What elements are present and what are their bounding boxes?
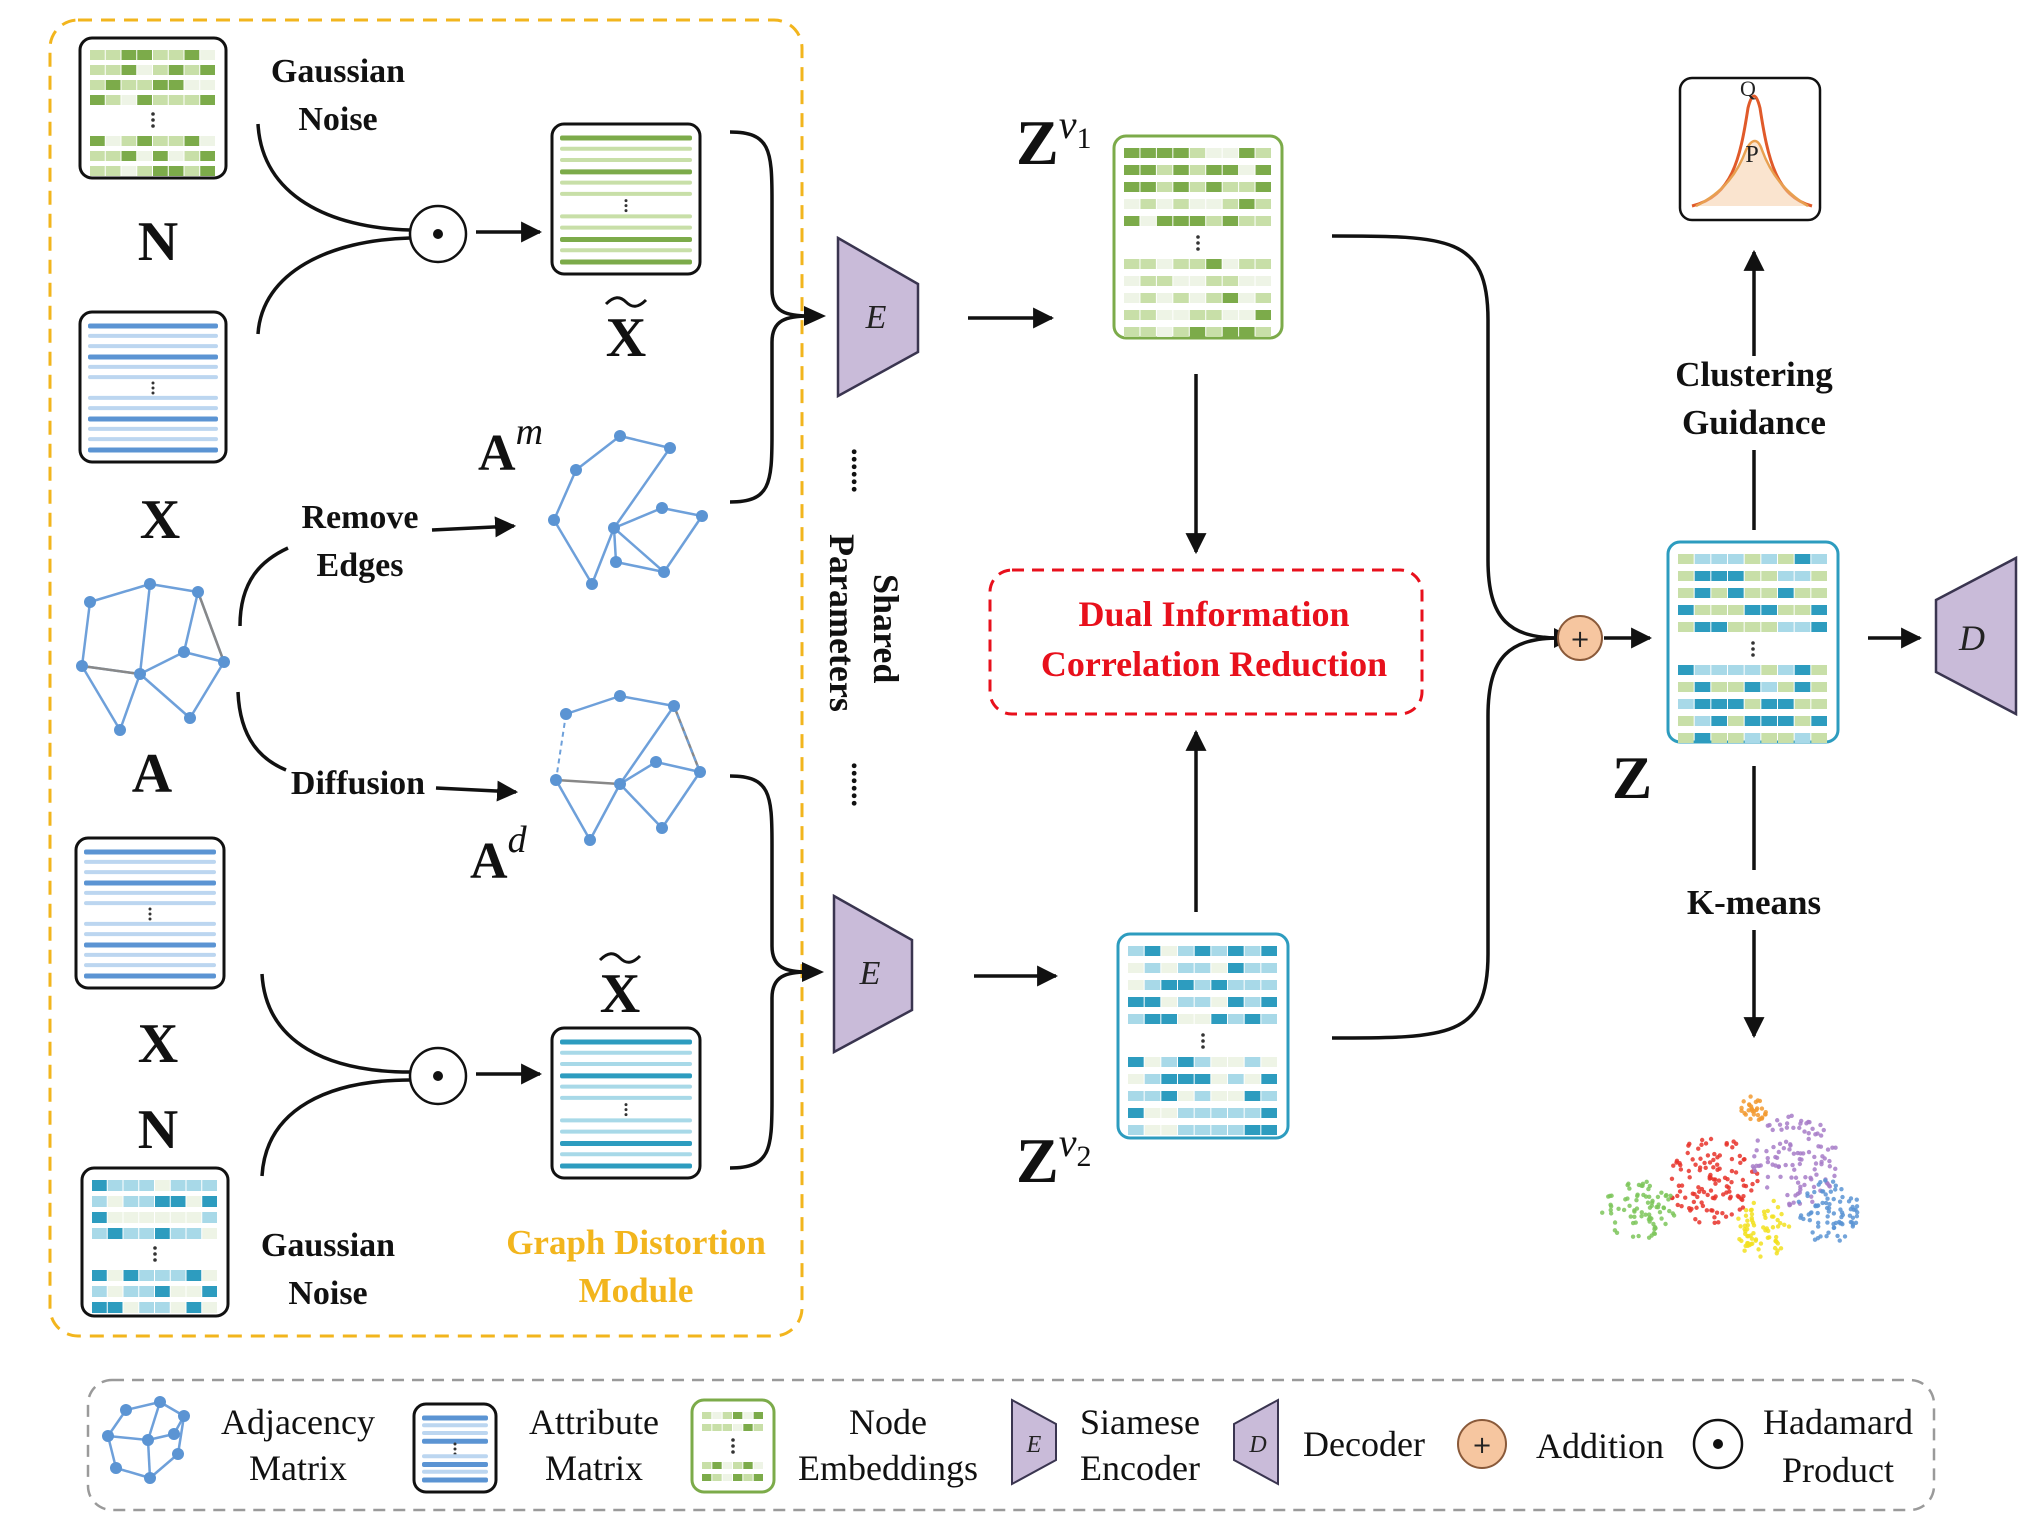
decoder: D xyxy=(1934,555,2018,717)
legend-adjacency-label-1: Adjacency xyxy=(221,1402,375,1442)
embedding-matrix-z xyxy=(1666,540,1840,744)
noise-matrix-bottom xyxy=(80,1166,230,1318)
dual-information-correlation-reduction-box xyxy=(988,568,1424,716)
encoder-input-brackets xyxy=(729,130,811,1170)
label-Am: Am xyxy=(478,411,543,482)
embedding-matrix-zv2 xyxy=(1116,932,1290,1140)
legend-siamese-label-1: Siamese xyxy=(1080,1402,1200,1442)
tilde-bottom xyxy=(598,952,642,964)
arrow-diffusion xyxy=(435,780,519,802)
hadamard-product-bottom xyxy=(408,1046,468,1106)
label-gaussian-noise-bottom-1: Gaussian xyxy=(261,1227,395,1264)
clustering-guidance-label-2: Guidance xyxy=(1682,403,1826,442)
label-diffusion: Diffusion xyxy=(291,765,425,802)
graph-distortion-module-box xyxy=(48,18,804,1338)
label-X-bottom: X xyxy=(138,1013,178,1075)
siamese-encoder-bottom: E xyxy=(832,893,914,1055)
arrowhead-encoder-top-in xyxy=(804,306,826,326)
shared-parameters-label-1: Shared xyxy=(866,574,906,683)
dicr-label-2: Correlation Reduction xyxy=(1041,644,1387,684)
legend-siamese-encoder-icon: E xyxy=(1011,1398,1057,1486)
qp-distribution-plot: Q P xyxy=(1678,76,1822,222)
legend-hadamard-label-2: Product xyxy=(1782,1450,1894,1490)
shared-parameters-label-2: Parameters xyxy=(822,534,862,712)
legend-attribute-label-2: Matrix xyxy=(545,1448,643,1488)
clustering-guidance-label-1: Clustering xyxy=(1675,355,1833,394)
svg-text:+: + xyxy=(1472,1431,1492,1459)
svg-text:D: D xyxy=(1958,618,1985,658)
dicr-label-1: Dual Information xyxy=(1078,594,1349,634)
legend-hadamard-label-1: Hadamard xyxy=(1763,1402,1913,1442)
graph-branch-connectors xyxy=(236,546,289,772)
label-N-top: N xyxy=(138,211,178,273)
legend-box xyxy=(86,1378,1936,1512)
label-X-top: X xyxy=(140,489,180,551)
svg-text:E: E xyxy=(865,299,887,336)
adjacency-graph-Ad xyxy=(550,690,706,846)
label-remove-edges-1: Remove xyxy=(301,499,418,536)
q-label: Q xyxy=(1740,76,1756,101)
label-remove-edges-2: Edges xyxy=(317,547,404,584)
label-A: A xyxy=(132,743,173,805)
legend-node-embeddings-icon xyxy=(690,1398,776,1494)
svg-text:D: D xyxy=(1248,1432,1266,1458)
p-label: P xyxy=(1745,142,1758,168)
kmeans-label: K-means xyxy=(1687,883,1821,922)
arrowhead-encoder-bottom-in xyxy=(802,962,824,982)
label-gaussian-noise-top-1: Gaussian xyxy=(271,53,405,90)
legend-adjacency-label-2: Matrix xyxy=(249,1448,347,1488)
legend-decoder-label: Decoder xyxy=(1303,1424,1425,1464)
hadamard-product-top xyxy=(408,204,468,264)
legend-decoder-icon: D xyxy=(1233,1398,1279,1486)
distorted-attribute-matrix-top xyxy=(550,122,702,276)
label-xtilde-top: X xyxy=(606,307,646,369)
attribute-matrix-bottom xyxy=(74,836,226,990)
noise-matrix-top xyxy=(78,36,228,180)
label-gaussian-noise-top-2: Noise xyxy=(298,101,377,138)
label-zv2: Zv2 xyxy=(1016,1120,1091,1196)
legend-attribute-label-1: Attribute xyxy=(529,1402,659,1442)
legend-addition-icon: + xyxy=(1457,1419,1507,1469)
graph-distortion-module-title-2: Module xyxy=(579,1271,694,1310)
noise-connectors xyxy=(256,123,411,1177)
legend-addition-label: Addition xyxy=(1536,1426,1664,1466)
embedding-matrix-zv1 xyxy=(1112,134,1284,340)
label-N-bottom: N xyxy=(138,1099,178,1161)
svg-text:E: E xyxy=(859,955,881,992)
label-gaussian-noise-bottom-2: Noise xyxy=(288,1275,367,1312)
shared-parameters-dots-bottom: ...... xyxy=(845,762,878,807)
siamese-encoder-top: E xyxy=(836,235,920,399)
label-xtilde-bottom: X xyxy=(600,963,640,1025)
legend-attribute-icon xyxy=(412,1402,498,1494)
label-Ad: Ad xyxy=(470,819,528,890)
svg-text:E: E xyxy=(1026,1432,1042,1458)
shared-parameters-dots-top: ...... xyxy=(845,448,878,493)
distorted-attribute-matrix-bottom xyxy=(550,1026,702,1180)
tilde-top xyxy=(604,296,648,308)
legend-node-label-1: Node xyxy=(849,1402,927,1442)
label-zv1: Zv1 xyxy=(1016,102,1091,178)
graph-distortion-module-title-1: Graph Distortion xyxy=(506,1223,766,1262)
legend-hadamard-icon xyxy=(1692,1418,1744,1470)
legend-node-label-2: Embeddings xyxy=(798,1448,978,1488)
adjacency-graph-A xyxy=(76,578,230,736)
legend-adjacency-icon xyxy=(102,1396,190,1484)
addition-node: + xyxy=(1557,615,1603,661)
legend-siamese-label-2: Encoder xyxy=(1080,1448,1200,1488)
adjacency-graph-Am xyxy=(548,430,708,590)
fusion-connectors xyxy=(1331,234,1561,1040)
arrow-remove-edges xyxy=(431,516,517,538)
attribute-matrix-top xyxy=(78,310,228,464)
label-z: Z xyxy=(1612,745,1652,811)
cluster-scatter-plot xyxy=(1600,1094,1860,1259)
svg-text:+: + xyxy=(1570,625,1590,653)
